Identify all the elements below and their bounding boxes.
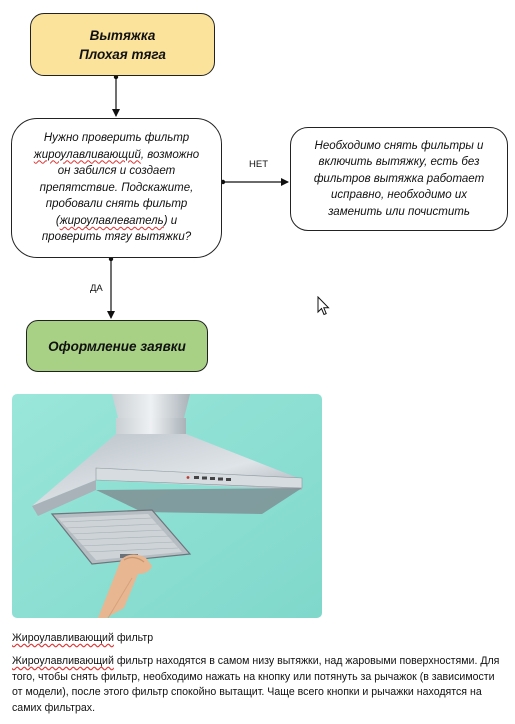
grease-filter (50, 509, 192, 565)
decision-line: жироулавливающий, возможно (34, 147, 199, 164)
photo-caption: Жироулавливающий фильтр (12, 631, 153, 647)
decision-line: Нужно проверить фильтр (43, 131, 190, 144)
mouse-cursor-icon (317, 296, 330, 316)
no-branch-box: Необходимо снять фильтры и включить вытя… (290, 127, 508, 231)
hood-left-edge (32, 480, 96, 516)
misspelled-word: жироулавливающий (33, 148, 141, 161)
description-text: фильтр находятся в самом низу вытяжки, н… (12, 655, 500, 714)
no-branch-line: фильтров вытяжка работает (313, 172, 485, 185)
no-branch-line: включить вытяжку, есть без (318, 156, 480, 169)
order-box: Оформление заявки (26, 320, 208, 372)
decision-text: , возможно (140, 148, 200, 161)
range-hood-photo (12, 394, 322, 618)
start-box: Вытяжка Плохая тяга (30, 13, 215, 76)
caption-text: фильтр (113, 632, 154, 644)
start-title: Вытяжка (89, 27, 156, 43)
misspelled-word: Жироулавливающий (12, 632, 114, 644)
hand (98, 554, 152, 618)
arrow-start-to-question (112, 74, 120, 117)
order-label: Оформление заявки (48, 338, 186, 354)
decision-line: он забился и создает (57, 165, 176, 178)
misspelled-word: жироулавлеватель (59, 214, 164, 227)
no-branch-line: заменить или почистить (328, 205, 470, 218)
start-subtitle: Плохая тяга (79, 46, 166, 62)
decision-line: препятствие. Подскажите, (39, 181, 194, 194)
arrow-question-to-order (107, 256, 115, 319)
decision-line: пробовали снять фильтр (45, 198, 188, 211)
hood-chimney (112, 394, 190, 418)
no-branch-line: Необходимо снять фильтры и (314, 139, 484, 152)
filter-description: Жироулавливающий фильтр находятся в само… (12, 654, 507, 716)
hood-underside (96, 488, 302, 514)
decision-line: (жироулавлеватель) и (34, 213, 199, 230)
decision-text: ( (55, 214, 60, 227)
hood-control-buttons (186, 476, 231, 481)
misspelled-word: Жироулавливающий (12, 655, 114, 667)
no-label: НЕТ (249, 159, 268, 170)
decision-line: проверить тягу вытяжки? (41, 231, 192, 244)
flowchart-connectors (107, 74, 289, 319)
decision-box: Нужно проверить фильтр жироулавливающий,… (11, 118, 222, 258)
yes-label: ДА (90, 283, 103, 294)
arrow-question-to-no (220, 178, 289, 186)
hood-canopy (32, 434, 302, 506)
decision-text: ) и (163, 214, 178, 227)
no-branch-line: исправно, необходимо их (331, 189, 467, 202)
